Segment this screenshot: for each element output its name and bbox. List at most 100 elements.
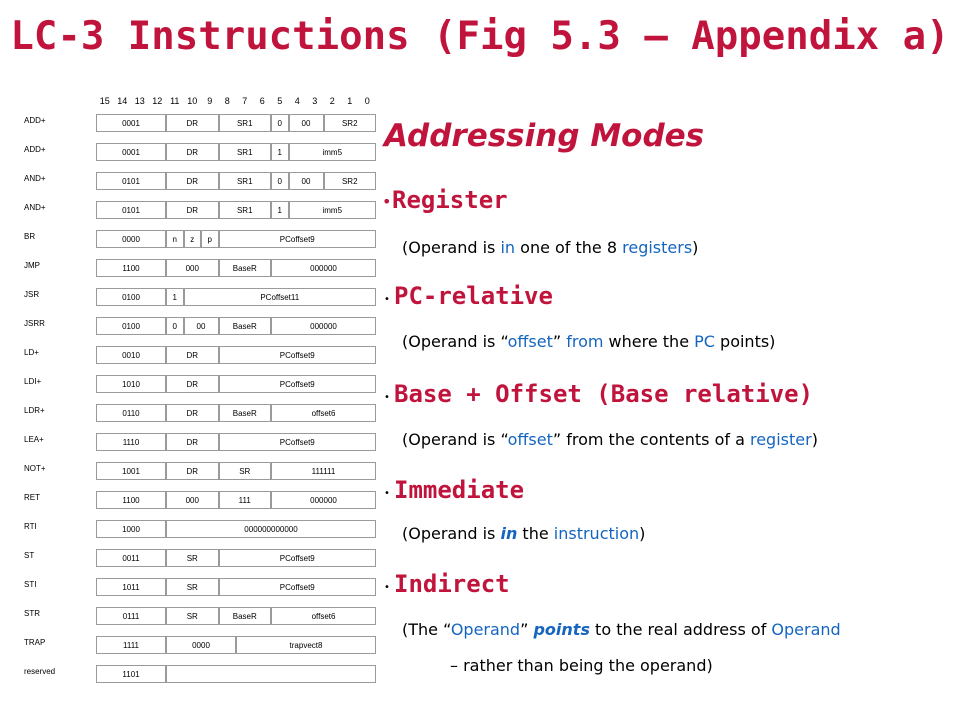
bit-field: 0000 [166, 636, 236, 654]
bit-field: DR [166, 462, 219, 480]
bit-field: 0 [271, 114, 289, 132]
bit-field: PCoffset9 [218, 346, 376, 364]
bit-field: BaseR [218, 404, 271, 422]
bit-field: 0 [166, 317, 184, 335]
bit-number: 3 [312, 96, 318, 106]
base-mode-heading: Base + Offset (Base relative) [394, 380, 814, 408]
bit-field: 000000 [271, 259, 376, 277]
bit-field: DR [166, 375, 219, 393]
opcode-name: JSR [24, 290, 40, 299]
bit-field: 000000 [271, 491, 376, 509]
imm-mode-heading: Immediate [394, 476, 525, 504]
bit-number: 13 [134, 96, 145, 106]
register-bullet: • [382, 192, 392, 211]
bit-field: imm5 [288, 201, 376, 219]
opcode-name: LEA+ [24, 435, 44, 444]
bit-field: 1010 [96, 375, 166, 393]
bit-field: 0001 [96, 114, 166, 132]
bit-field: 000 [166, 491, 219, 509]
opcode-name: RET [24, 493, 40, 502]
bit-field: PCoffset9 [218, 375, 376, 393]
opcode-name: ADD+ [24, 145, 46, 154]
bit-field: n [166, 230, 184, 248]
bit-field: PCoffset11 [183, 288, 376, 306]
bit-field: 1110 [96, 433, 166, 451]
opcode-name: LDI+ [24, 377, 42, 386]
opcode-name: ADD+ [24, 116, 46, 125]
bit-field: 1 [271, 201, 289, 219]
bit-field: offset6 [271, 404, 376, 422]
bit-field: 0110 [96, 404, 166, 422]
imm-mode-description: (Operand is in the instruction) [402, 524, 646, 543]
bit-field [166, 665, 376, 683]
bit-field: DR [166, 404, 219, 422]
bit-field: 111111 [271, 462, 376, 480]
bit-field: BaseR [218, 259, 271, 277]
bit-field: SR [166, 549, 219, 567]
bit-number: 14 [117, 96, 128, 106]
opcode-name: AND+ [24, 174, 46, 183]
bit-number: 11 [170, 96, 180, 106]
ind-bullet: • [384, 582, 390, 593]
ind-mode-heading: Indirect [394, 570, 510, 598]
bit-field: DR [166, 143, 219, 161]
opcode-name: LD+ [24, 348, 39, 357]
bit-field: 1001 [96, 462, 166, 480]
opcode-name: JMP [24, 261, 40, 270]
pcrel-mode-heading: PC-relative [394, 282, 553, 310]
bit-field: DR [166, 201, 219, 219]
bit-field: DR [166, 346, 219, 364]
bit-field: 000 [166, 259, 219, 277]
bit-field: PCoffset9 [218, 230, 376, 248]
bit-field: DR [166, 172, 219, 190]
bit-field: PCoffset9 [218, 578, 376, 596]
opcode-name: STI [24, 580, 37, 589]
bit-number: 12 [152, 96, 163, 106]
opcode-name: NOT+ [24, 464, 46, 473]
bit-field: 0111 [96, 607, 166, 625]
bit-field: p [201, 230, 219, 248]
bit-field: SR2 [323, 114, 376, 132]
bit-field: 1100 [96, 491, 166, 509]
bit-number: 0 [364, 96, 370, 106]
bit-field: SR [166, 607, 219, 625]
base-bullet: • [384, 392, 390, 403]
bit-field: offset6 [271, 607, 376, 625]
ind-mode-description: (The “Operand” points to the real addres… [402, 620, 841, 639]
bit-field: PCoffset9 [218, 433, 376, 451]
bit-field: 1011 [96, 578, 166, 596]
bit-field: 0101 [96, 172, 166, 190]
bit-number: 15 [99, 96, 110, 106]
bit-field: 1000 [96, 520, 166, 538]
bit-field: 000000 [271, 317, 376, 335]
bit-field: 1111 [96, 636, 166, 654]
bit-field: BaseR [218, 317, 271, 335]
bit-field: 0011 [96, 549, 166, 567]
register-mode-heading: Register [392, 186, 508, 214]
bit-field: 1 [271, 143, 289, 161]
bit-number: 6 [259, 96, 265, 106]
bit-field: 00 [288, 172, 324, 190]
bit-field: imm5 [288, 143, 376, 161]
opcode-name: reserved [24, 667, 56, 676]
opcode-name: BR [24, 232, 36, 241]
bit-field: SR1 [218, 201, 271, 219]
bit-field: BaseR [218, 607, 271, 625]
imm-bullet: • [384, 488, 390, 499]
